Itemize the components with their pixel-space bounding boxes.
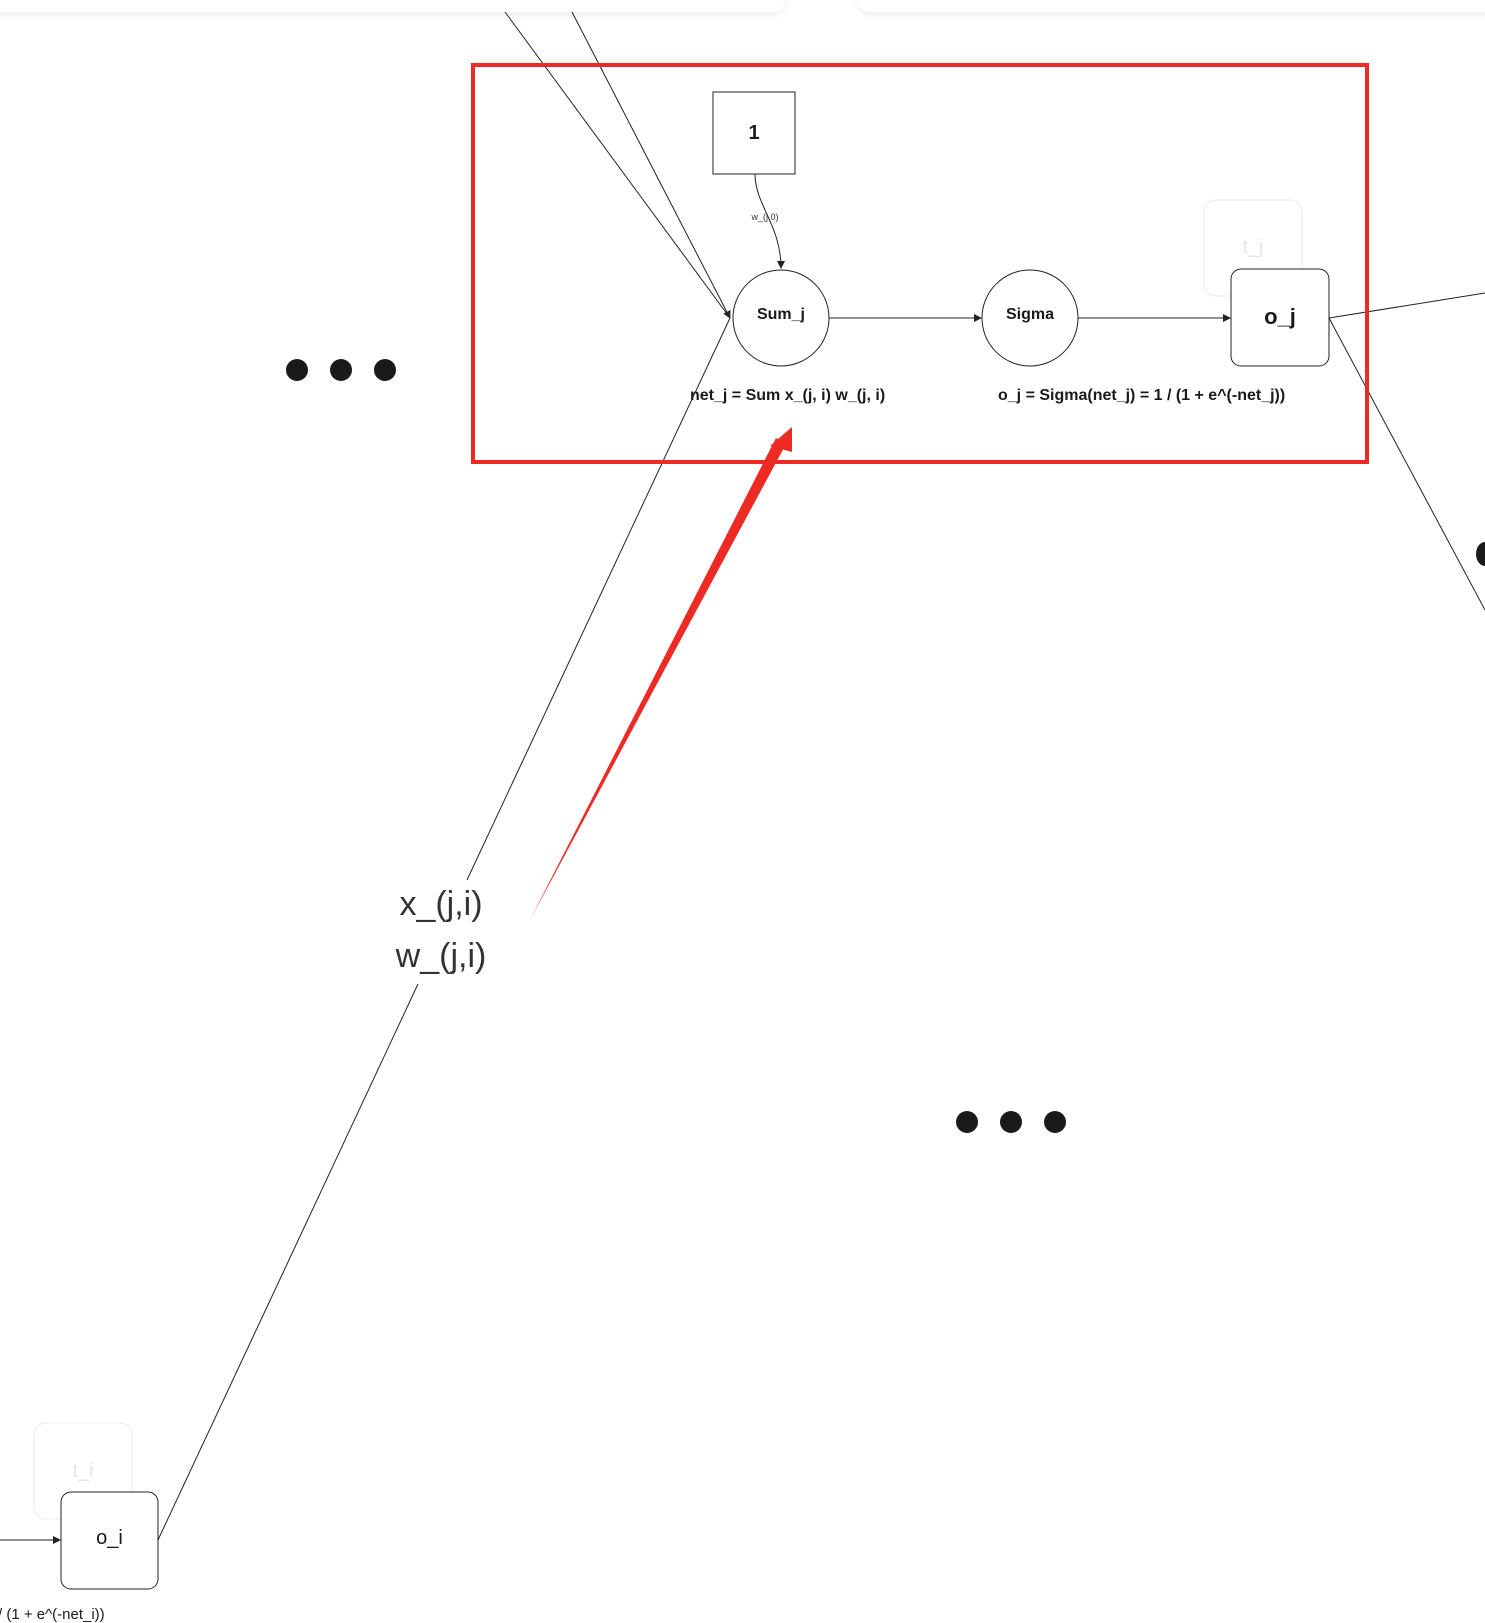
sum-node-label: Sum_j bbox=[756, 306, 805, 323]
ellipsis-dot-right bbox=[1476, 542, 1485, 566]
output-edge-1[interactable] bbox=[1328, 292, 1485, 319]
target-ghost-i-label: t_i bbox=[72, 1460, 94, 1482]
output-node-j-label: o_j bbox=[1264, 304, 1296, 329]
bias-edge-label: w_(j,0) bbox=[751, 212, 779, 222]
edge-label-x: x_(j,i) bbox=[399, 885, 483, 923]
input-edge-2[interactable] bbox=[571, 11, 731, 319]
top-panel-left bbox=[0, 0, 785, 12]
top-panel-right bbox=[858, 0, 1485, 12]
ellipsis-middle-dot-1 bbox=[956, 1111, 978, 1133]
bias-node[interactable] bbox=[712, 91, 796, 175]
input-edge-oi-upper[interactable] bbox=[466, 317, 731, 881]
output-node-i-label: o_i bbox=[96, 1527, 123, 1549]
ellipsis-middle-dot-2 bbox=[1000, 1111, 1022, 1133]
target-ghost-j-label: t_j bbox=[1242, 236, 1264, 258]
sigma-formula: o_j = Sigma(net_j) = 1 / (1 + e^(-net_j)… bbox=[998, 387, 1286, 404]
highlight-arrow-shaft bbox=[530, 438, 786, 920]
ellipsis-middle-dot-3 bbox=[1044, 1111, 1066, 1133]
bias-edge[interactable] bbox=[754, 173, 785, 269]
ellipsis-top-dot-3 bbox=[374, 359, 396, 381]
output-node-i[interactable] bbox=[60, 1491, 159, 1590]
sigma-node-label: Sigma bbox=[1005, 306, 1054, 323]
highlight-box bbox=[471, 63, 1369, 464]
bias-node-label: 1 bbox=[748, 121, 760, 144]
bottom-partial-formula: / (1 + e^(-net_i)) bbox=[0, 1606, 105, 1623]
input-edge-oi-lower[interactable] bbox=[157, 983, 419, 1541]
ellipsis-top-dot-2 bbox=[330, 359, 352, 381]
ellipsis-top-dot-1 bbox=[286, 359, 308, 381]
input-edge-1[interactable] bbox=[504, 11, 731, 319]
edge-label-w: w_(j,i) bbox=[395, 937, 487, 975]
net-formula: net_j = Sum x_(j, i) w_(j, i) bbox=[690, 387, 886, 404]
output-edge-2[interactable] bbox=[1328, 317, 1485, 611]
highlight-arrow-head bbox=[770, 427, 792, 452]
